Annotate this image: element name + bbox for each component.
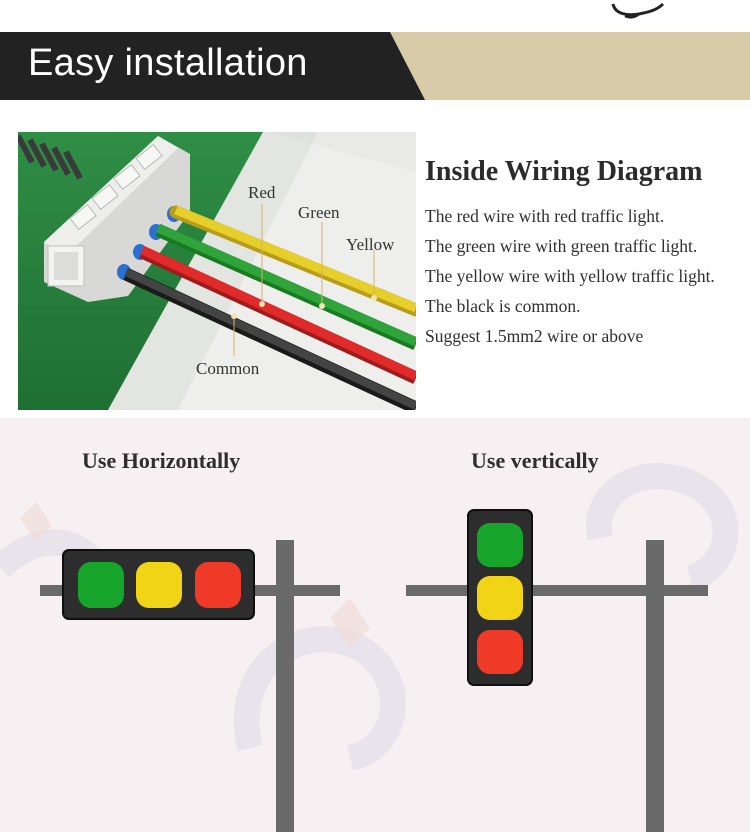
- label-green: Green: [298, 203, 340, 222]
- vertical-pole: [646, 540, 664, 832]
- section-banner: Easy installation: [0, 32, 750, 100]
- label-yellow: Yellow: [346, 235, 395, 254]
- wiring-notes: The red wire with red traffic light. The…: [425, 204, 715, 354]
- wiring-note: The green wire with green traffic light.: [425, 236, 698, 256]
- green-light: [477, 523, 523, 567]
- wiring-photo: Red Green Yellow Common: [18, 132, 416, 410]
- red-light: [477, 630, 523, 674]
- yellow-light: [477, 576, 523, 620]
- vertical-arm: [406, 585, 708, 596]
- label-common: Common: [196, 359, 260, 378]
- usage-horizontal-label: Use Horizontally: [82, 448, 241, 473]
- wiring-note: The yellow wire with yellow traffic ligh…: [425, 266, 715, 286]
- horizontal-signal-housing: [62, 549, 255, 620]
- wiring-note: The black is common.: [425, 296, 581, 316]
- usage-vertical-label: Use vertically: [471, 448, 599, 473]
- cable-icon: [611, 2, 665, 19]
- red-light: [195, 562, 241, 608]
- section-title: Easy installation: [28, 42, 308, 84]
- yellow-light: [136, 562, 182, 608]
- wiring-title: Inside Wiring Diagram: [425, 156, 703, 187]
- label-red: Red: [248, 183, 276, 202]
- wiring-note: The red wire with red traffic light.: [425, 206, 665, 226]
- wiring-photo-art: Red Green Yellow Common: [18, 132, 416, 410]
- watermark-logo: [0, 463, 739, 771]
- horizontal-pole: [276, 540, 294, 832]
- vertical-signal-housing: [467, 509, 533, 686]
- wiring-note: Suggest 1.5mm2 wire or above: [425, 326, 644, 346]
- usage-section: Use Horizontally Use vertically: [0, 418, 750, 832]
- green-light: [78, 562, 124, 608]
- banner-dark-panel: Easy installation: [0, 32, 425, 100]
